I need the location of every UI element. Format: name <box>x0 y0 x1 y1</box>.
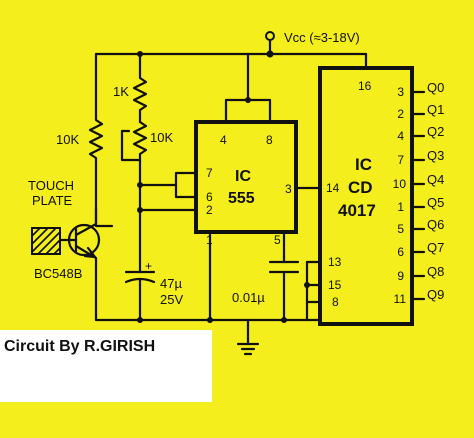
touch-label-line2: PLATE <box>32 193 73 208</box>
resistor-10k-left <box>88 52 114 228</box>
output-q7: Q7 <box>427 240 444 255</box>
touch-label-line1: TOUCH <box>28 178 74 193</box>
node-reset <box>304 282 310 288</box>
transistor-collector <box>74 206 98 237</box>
ic-555-pin-8: 8 <box>266 133 273 147</box>
node-timing <box>137 182 143 188</box>
ic-4017-pin-clock: 14 <box>326 181 340 195</box>
output-q4: Q4 <box>427 172 444 187</box>
emitter-arrow-icon <box>83 246 97 259</box>
ic-4017-pin-15: 15 <box>328 278 342 292</box>
touch-plate-hatch <box>31 227 61 255</box>
ic-4017-pin-right-6: 1 <box>397 200 404 214</box>
ic-4017-pin-right-8: 6 <box>397 245 404 259</box>
ic-555-box <box>194 120 298 234</box>
ic-4017-pin-vcc: 16 <box>358 79 372 93</box>
potentiometer-10k <box>132 120 148 187</box>
resistor-1k <box>132 52 148 124</box>
ic-555-title-1: IC <box>235 168 251 185</box>
ic-4017-pin-right-3: 4 <box>397 129 404 143</box>
ic-4017-pin-right-1: 3 <box>397 85 404 99</box>
ic-555-title-2: 555 <box>228 190 255 207</box>
ic-4017-box <box>318 66 414 326</box>
ic-555-pin-2: 2 <box>206 203 213 217</box>
ic-555-pin-6: 6 <box>206 190 213 204</box>
ic-4017-pin-right-5: 10 <box>393 177 407 191</box>
ic-4017-pin-right-9: 9 <box>397 269 404 283</box>
node-ground-right <box>281 317 287 323</box>
capacitor-001u-label: 0.01µ <box>232 290 265 305</box>
transistor-emitter <box>74 244 98 322</box>
node-trigger <box>137 207 143 213</box>
ic-4017-pin-right-2: 2 <box>397 107 404 121</box>
capacitor-47u-value: 47µ <box>160 276 182 291</box>
output-q2: Q2 <box>427 124 444 139</box>
wire-pin7 <box>138 171 198 187</box>
output-stubs <box>410 90 426 301</box>
ic-555-pin-3: 3 <box>285 182 292 196</box>
vcc-terminal-icon <box>265 31 275 41</box>
node-1k <box>137 51 143 57</box>
ic-555-pin-5: 5 <box>274 233 281 247</box>
output-q0: Q0 <box>427 80 444 95</box>
potentiometer-label: 10K <box>150 130 173 145</box>
wire-pin6-pin2 <box>174 183 198 199</box>
pot-wiper-link <box>120 129 142 162</box>
ic-4017-pin-13: 13 <box>328 255 342 269</box>
credit-text: Circuit By R.GIRISH <box>4 338 156 355</box>
output-q5: Q5 <box>427 195 444 210</box>
node-ground-mid <box>207 317 213 323</box>
ic-4017-pin-8: 8 <box>332 295 339 309</box>
resistor-10k-left-label: 10K <box>56 132 79 147</box>
output-q9: Q9 <box>427 287 444 302</box>
ic-4017-title-2: CD <box>348 178 373 197</box>
ic-4017-title-1: IC <box>355 155 372 174</box>
credit-panel <box>0 330 212 402</box>
ic-555-pin-4: 4 <box>220 133 227 147</box>
output-q1: Q1 <box>427 102 444 117</box>
output-q3: Q3 <box>427 148 444 163</box>
output-q8: Q8 <box>427 264 444 279</box>
node-vcc <box>266 50 274 58</box>
wire-pin4-pin8 <box>224 98 272 124</box>
resistor-1k-label: 1K <box>113 84 129 99</box>
ic-4017-pin-right-10: 11 <box>394 292 407 306</box>
ic-555-pin-7: 7 <box>206 166 213 180</box>
capacitor-47u-voltage: 25V <box>160 292 183 307</box>
ic-4017-title-3: 4017 <box>338 201 376 220</box>
output-q6: Q6 <box>427 217 444 232</box>
ic-4017-pin-right-7: 5 <box>397 222 404 236</box>
ic-555-pin-1: 1 <box>206 233 213 247</box>
vcc-label: Vcc (≈3-18V) <box>284 30 360 45</box>
node-ground-left <box>137 317 143 323</box>
ic-4017-pin-right-4: 7 <box>397 153 404 167</box>
transistor-label: BC548B <box>34 266 82 281</box>
node-pin4-pin8 <box>245 97 251 103</box>
capacitor-47u-polarity: + <box>145 259 152 273</box>
